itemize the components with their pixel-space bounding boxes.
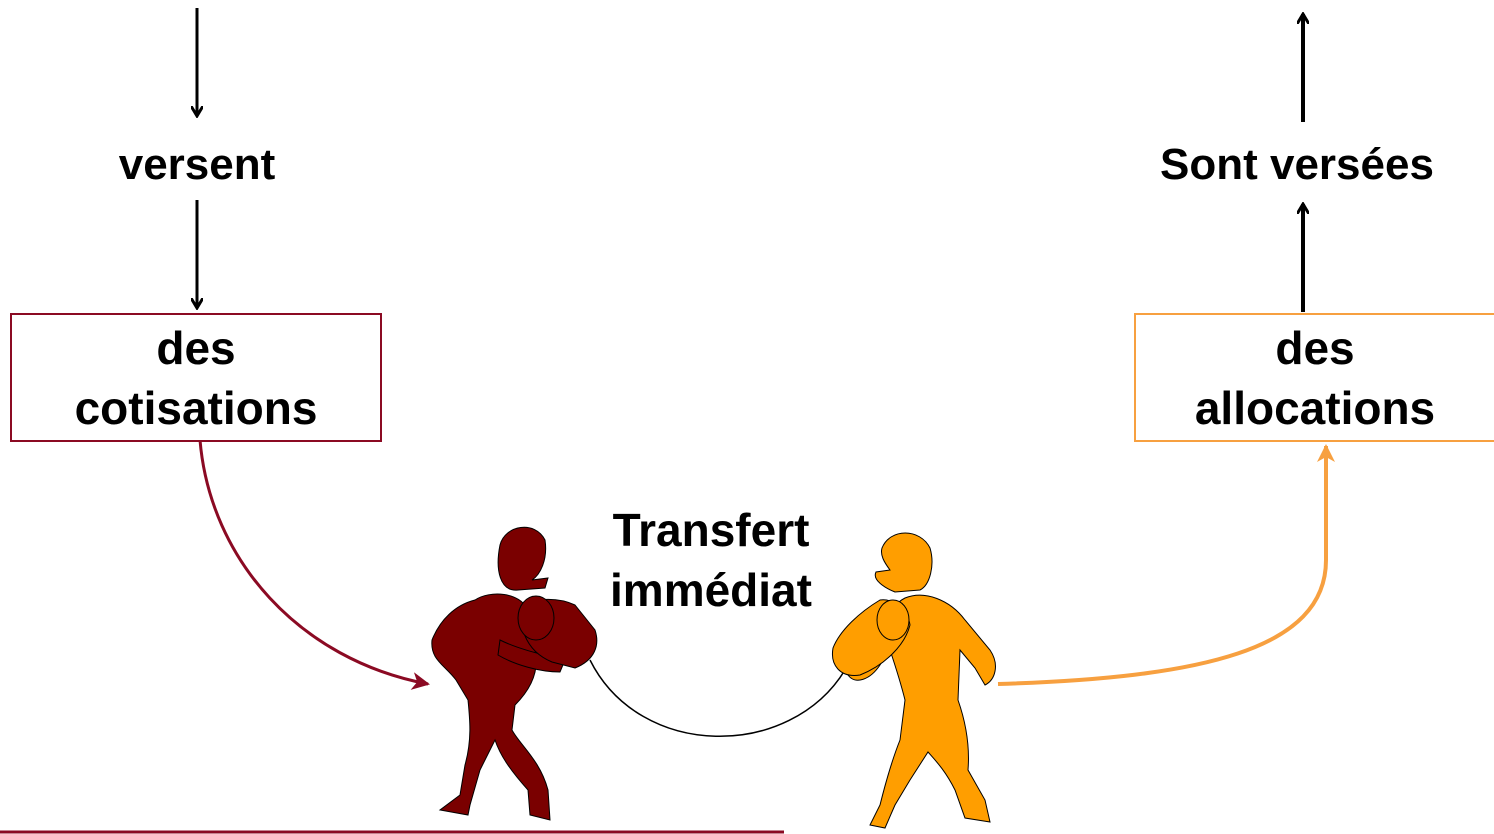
left-figure-icon [431, 526, 598, 821]
arrow-figure-to-allocations [997, 444, 1335, 686]
arrow-cotisations-to-figure [198, 439, 430, 690]
cotisations-box-line1: des [156, 321, 236, 374]
phone-string [589, 659, 846, 737]
sont-versees-label: Sont versées [1160, 140, 1434, 189]
right-figure-icon [831, 532, 996, 829]
transfert-line1: Transfert [612, 504, 810, 556]
cotisations-box: des cotisations [10, 313, 382, 442]
allocations-box: des allocations [1134, 313, 1494, 442]
transfert-label: Transfert immédiat [580, 500, 842, 620]
cotisations-box-line2: cotisations [74, 381, 318, 434]
allocations-box-line2: allocations [1194, 381, 1436, 434]
allocations-box-line1: des [1275, 321, 1355, 374]
transfert-line2: immédiat [610, 564, 812, 616]
versent-label: versent [118, 140, 276, 189]
